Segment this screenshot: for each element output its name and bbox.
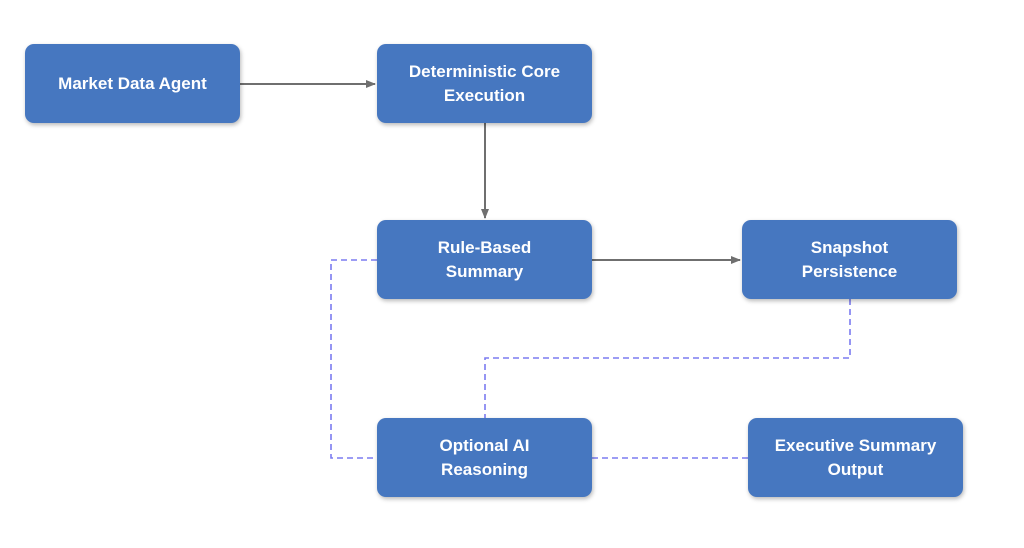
snapshot-persistence-label: Snapshot Persistence xyxy=(801,237,898,281)
market-data-agent-label: Market Data Agent xyxy=(58,73,207,93)
optional-ai-reasoning-label: Optional AI Reasoning xyxy=(439,435,530,479)
executive-summary-output-label: Executive Summary Output xyxy=(774,435,937,479)
optional-ai-reasoning-node: Optional AI Reasoning xyxy=(377,418,592,497)
market-data-agent-node: Market Data Agent xyxy=(25,44,240,123)
deterministic-core-node: Deterministic Core Execution xyxy=(377,44,592,123)
edge-snapshot-to-ai-dashed xyxy=(484,299,851,418)
executive-summary-output-node: Executive Summary Output xyxy=(748,418,963,497)
rule-based-summary-node: Rule-Based Summary xyxy=(377,220,592,299)
snapshot-persistence-node: Snapshot Persistence xyxy=(742,220,957,299)
rule-based-summary-label: Rule-Based Summary xyxy=(437,237,532,281)
deterministic-core-label: Deterministic Core Execution xyxy=(408,61,561,105)
edge-rule-to-ai-dashed xyxy=(330,259,377,459)
